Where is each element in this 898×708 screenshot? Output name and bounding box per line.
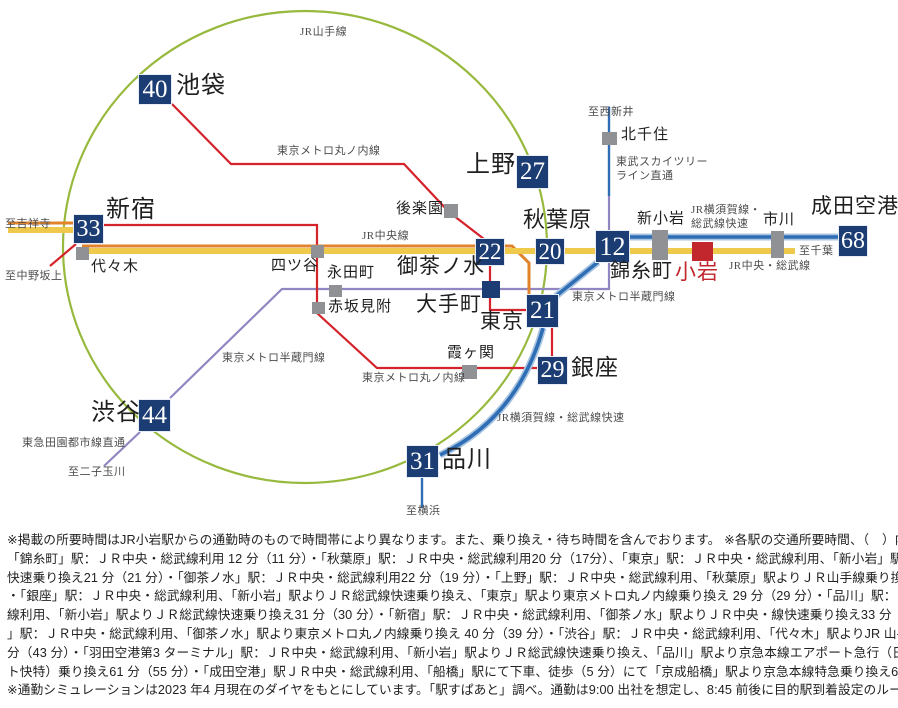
station-ichikawa: 市川 — [763, 212, 796, 228]
label-chuo-sobu: JR中央・総武線 — [729, 260, 811, 272]
marker-korakuen — [444, 204, 458, 218]
station-otemachi: 大手町 — [416, 292, 482, 316]
time-ginza: 29 — [537, 356, 568, 385]
marker-shinkoiwa — [652, 230, 668, 260]
note-line-3: 快速乗り換え21 分（21 分）・「御茶ノ水」駅：ＪＲ中央・総武線利用22 分（… — [7, 570, 898, 585]
hanzomon-line — [169, 262, 611, 399]
marker-nagatacho — [329, 285, 342, 297]
station-ochanomizu: 御茶ノ水 — [397, 254, 485, 278]
note-line-1: ※掲載の所要時間はJR小岩駅からの通勤時のもので時間帯により異なります。また、乗… — [7, 533, 898, 547]
station-kitasenju: 北千住 — [621, 127, 670, 143]
label-to-yokohama: 至横浜 — [406, 505, 441, 517]
denentoshi-through-line — [103, 431, 141, 467]
note-line-8: ト快特）乗り換え61 分（55 分）・「成田空港」駅ＪＲ中央・総武線利用、「船橋… — [7, 664, 898, 679]
station-ginza: 銀座 — [571, 355, 619, 380]
station-yoyogi: 代々木 — [91, 259, 140, 275]
station-akihabara: 秋葉原 — [523, 207, 593, 232]
label-to-chiba: 至千葉 — [799, 245, 834, 257]
marunouchi-tokyo-otemachi-segment — [488, 264, 527, 312]
time-kinshicho: 12 — [595, 230, 630, 263]
label-hanzomon-west: 東京メトロ半蔵門線 — [222, 352, 326, 364]
time-ochanomizu: 22 — [475, 238, 505, 266]
yokosuka-sobu-rapid-south — [439, 327, 545, 457]
notes-text: ※掲載の所要時間はJR小岩駅からの通勤時のもので時間帯により異なります。また、乗… — [7, 531, 898, 700]
marker-kasumigaseki — [462, 365, 477, 379]
label-to-nakanosakaue: 至中野坂上 — [5, 270, 63, 282]
label-marunouchi-south: 東京メトロ丸ノ内線 — [362, 372, 466, 384]
label-to-kichijoji: 至吉祥寺 — [5, 218, 51, 230]
note-line-7: 分（43 分）・「羽田空港第3 ターミナル」駅：ＪＲ中央・総武線利用、「新小岩」… — [7, 645, 898, 660]
label-tobu-skytree: 東武スカイツリー ライン直通 — [616, 156, 708, 182]
station-korakuen: 後楽園 — [396, 201, 445, 217]
label-to-nishiarai: 至西新井 — [588, 106, 634, 118]
label-hanzomon-east: 東京メトロ半蔵門線 — [572, 291, 676, 303]
station-yotsuya: 四ツ谷 — [271, 258, 320, 274]
time-ueno: 27 — [516, 155, 549, 189]
station-tokyo: 東京 — [480, 309, 524, 333]
station-kinshicho: 錦糸町 — [610, 260, 673, 282]
station-kasumigaseki: 霞ヶ関 — [447, 345, 496, 361]
time-narita: 68 — [838, 225, 868, 257]
station-akasakamitsuke: 赤坂見附 — [328, 299, 393, 315]
marunouchi-nakanosakaue-stub — [49, 243, 77, 267]
jr-chuo-line — [82, 244, 531, 294]
time-tokyo: 21 — [526, 294, 559, 328]
note-line-5: 線利用、「新小岩」駅よりＪＲ総武線快速乗り換え31 分（30 分）・「新宿」駅：… — [7, 608, 898, 623]
time-shibuya: 44 — [138, 399, 171, 432]
time-shinjuku: 33 — [73, 214, 104, 244]
time-shinagawa: 31 — [406, 445, 439, 478]
label-yokosuka-sobu-south: JR横須賀線・総武線快速 — [497, 412, 625, 424]
label-marunouchi-north: 東京メトロ丸ノ内線 — [277, 145, 381, 157]
marunouchi-line-north — [171, 103, 485, 240]
station-shinagawa: 品川 — [442, 447, 492, 473]
marker-yotsuya — [311, 245, 324, 258]
station-koiwa: 小岩 — [675, 260, 719, 284]
station-nagatacho: 永田町 — [327, 265, 376, 281]
station-shinkoiwa: 新小岩 — [637, 211, 686, 227]
marker-otemachi — [482, 281, 500, 298]
marker-koiwa — [692, 242, 713, 261]
label-jr-chuo: JR中央線 — [362, 230, 410, 242]
label-yokosuka-sobu-east: JR横須賀線・ 総武線快速 — [691, 204, 762, 230]
station-shinjuku: 新宿 — [106, 197, 156, 223]
note-line-9: ※通勤シミュレーションは2023 年4 月現在のダイヤをもとにしています。「駅す… — [7, 683, 898, 698]
station-ueno: 上野 — [466, 152, 516, 178]
label-jr-yamanote: JR山手線 — [300, 26, 348, 38]
time-akihabara: 20 — [535, 238, 565, 265]
marker-akasakamitsuke — [312, 302, 325, 314]
marker-yoyogi — [76, 247, 89, 260]
note-line-4: ・「銀座」駅：ＪＲ中央・総武線利用、「新小岩」駅よりＪＲ総武線快速乗り換え、「東… — [7, 589, 898, 604]
label-to-futakotamagawa: 至二子玉川 — [68, 466, 126, 478]
time-ikebukuro: 40 — [138, 74, 172, 105]
note-line-6: 」駅：ＪＲ中央・総武線利用、「御茶ノ水」駅より東京メトロ丸ノ内線乗り換え 40 … — [7, 626, 898, 641]
station-shibuya: 渋谷 — [91, 400, 141, 426]
marker-ichikawa — [771, 231, 784, 258]
note-line-2: 「錦糸町」駅：ＪＲ中央・総武線利用 12 分（11 分）・「秋葉原」駅：ＪＲ中央… — [7, 551, 898, 566]
marker-kitasenju — [602, 132, 617, 145]
yokosuka-sobu-rapid-diagonal — [554, 260, 600, 298]
label-denentoshi: 東急田園都市線直通 — [22, 437, 126, 449]
station-ikebukuro: 池袋 — [176, 73, 226, 99]
station-narita-airport: 成田空港 — [811, 194, 898, 218]
